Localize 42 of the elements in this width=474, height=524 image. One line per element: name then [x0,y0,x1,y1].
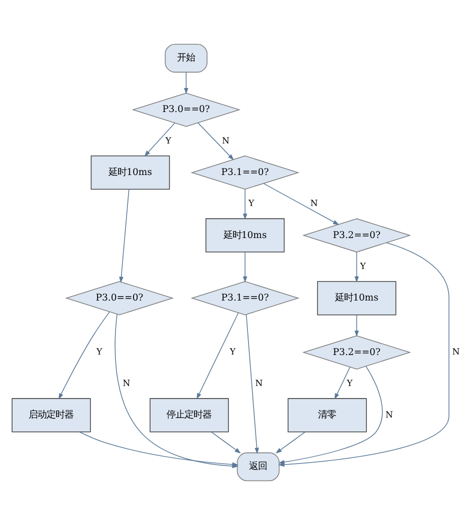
node-box: 延时10ms [316,280,396,315]
arrow [58,311,110,399]
arrow [183,72,188,94]
edge-label: N [122,378,130,388]
node-diamond: P3.0==0? [131,92,240,126]
node-box: 启动定时器 [11,398,90,432]
node-box: 清零 [287,398,366,432]
node-box: 延时10ms [205,218,284,252]
arrow [118,188,129,283]
arrow [354,314,358,336]
node-box: 开始 [164,43,207,72]
node-box: 停止定时器 [149,398,228,432]
node-diamond: P3.1==0? [190,155,299,190]
node-box: 返回 [236,452,280,481]
edge-label: Y [248,198,254,209]
edge-label: N [254,378,262,388]
arrow [334,366,350,399]
arrow [245,314,258,454]
arrow [354,251,358,282]
edge-label: Y [96,347,102,358]
arrow [196,312,238,399]
edge-label: N [385,410,392,420]
arrow [197,122,234,160]
arrow [242,251,247,282]
arrow [242,188,247,220]
node-box: 延时10ms [90,155,170,190]
edge-label: Y [165,136,171,146]
arrow [262,182,339,225]
arrow [278,365,382,464]
node-diamond: P3.0==0? [64,280,174,315]
arrow [144,122,175,156]
node-diamond: P3.2==0? [302,334,411,369]
edge-label: Y [229,347,235,358]
node-diamond: P3.1==0? [190,280,299,315]
edge-label: N [221,136,229,146]
edge-label: Y [360,261,366,272]
edge-label: Y [346,378,352,388]
arrow [210,431,240,453]
edge-label: N [310,198,318,209]
arrow [78,431,238,466]
edge-label: N [452,347,460,358]
arrow [275,431,305,453]
